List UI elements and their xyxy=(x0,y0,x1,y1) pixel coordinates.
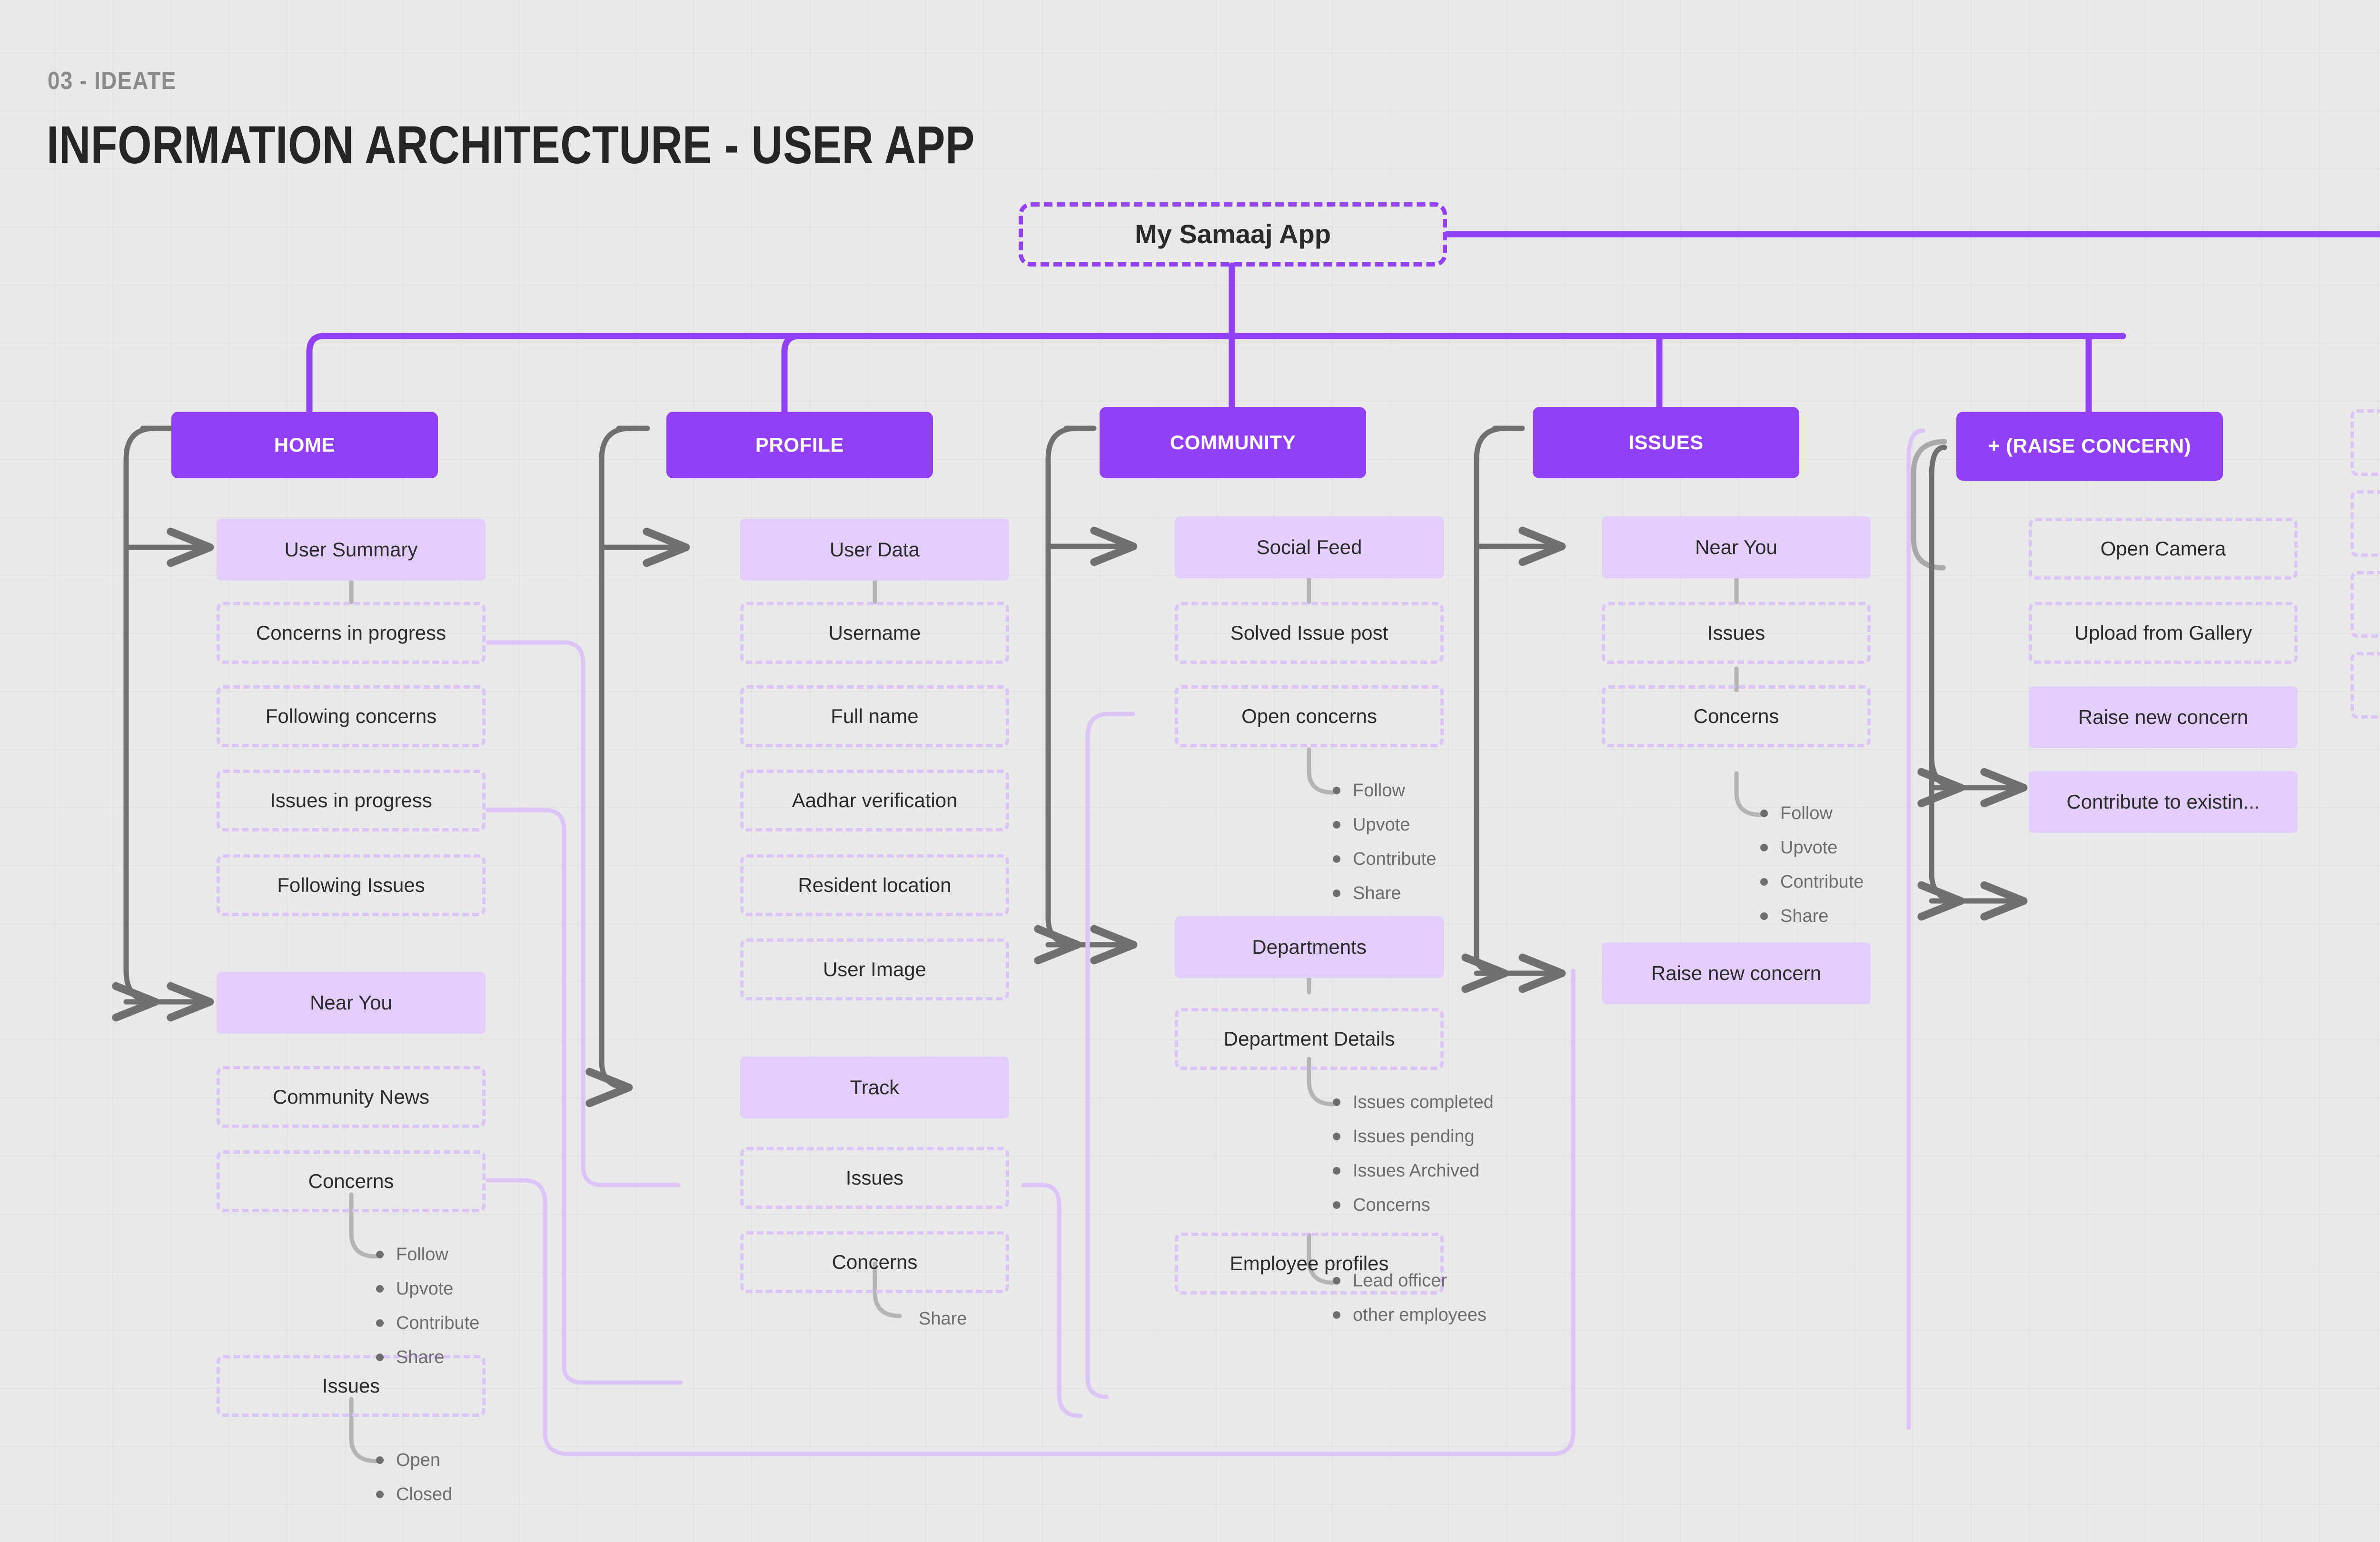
node-raise-new-concern[interactable]: Raise new concern xyxy=(2029,686,2298,748)
leaf-group-profile-concerns: Share xyxy=(899,1302,967,1336)
node-home-following-issues[interactable]: Following Issues xyxy=(217,854,486,916)
page-title: INFORMATION ARCHITECTURE - USER APP xyxy=(47,115,975,175)
node-menu-help[interactable]: Help xyxy=(2350,571,2380,638)
category-header-raise-concern[interactable]: + (RAISE CONCERN) xyxy=(1956,412,2223,481)
list-item: Lead officer xyxy=(1333,1264,1487,1298)
root-node-my-samaaj-app[interactable]: My Samaaj App xyxy=(1019,202,1447,267)
bullet-icon xyxy=(1760,878,1768,886)
list-item: Issues completed xyxy=(1333,1085,1494,1119)
leaf-group-community-open-concerns: Follow Upvote Contribute Share xyxy=(1333,773,1436,910)
bullet-icon xyxy=(376,1491,384,1498)
leaf-group-home-concerns: Follow Upvote Contribute Share xyxy=(376,1237,479,1374)
bullet-icon xyxy=(1760,810,1768,817)
list-item: Upvote xyxy=(1333,808,1436,842)
bullet-icon xyxy=(1333,1201,1340,1209)
bullet-icon xyxy=(1333,1167,1340,1175)
bullet-icon xyxy=(1333,787,1340,794)
node-profile-aadhar-verification[interactable]: Aadhar verification xyxy=(740,770,1009,831)
bullet-icon xyxy=(1333,1133,1340,1140)
list-item: Closed xyxy=(376,1477,452,1512)
node-community-department-details[interactable]: Department Details xyxy=(1175,1008,1444,1070)
bullet-icon xyxy=(376,1251,384,1258)
bullet-icon xyxy=(1333,1277,1340,1285)
list-item: Share xyxy=(1333,876,1436,910)
node-profile-full-name[interactable]: Full name xyxy=(740,685,1009,747)
category-header-profile[interactable]: PROFILE xyxy=(666,412,933,478)
list-item: Issues Archived xyxy=(1333,1154,1494,1188)
node-profile-track[interactable]: Track xyxy=(740,1057,1009,1118)
node-home-concerns-in-progress[interactable]: Concerns in progress xyxy=(217,602,486,664)
list-item: Follow xyxy=(1760,796,1864,830)
node-menu-report-app-issue[interactable]: Report App Issue xyxy=(2350,409,2380,476)
list-item: Share xyxy=(376,1340,479,1374)
category-header-community[interactable]: COMMUNITY xyxy=(1100,407,1366,478)
bullet-icon xyxy=(1760,912,1768,920)
bullet-icon xyxy=(1333,821,1340,829)
bullet-icon xyxy=(1333,890,1340,897)
section-eyebrow: 03 - IDEATE xyxy=(48,67,177,95)
list-item: Upvote xyxy=(376,1272,479,1306)
leaf-group-community-employee-profiles: Lead officer other employees xyxy=(1333,1264,1487,1332)
node-home-issues-in-progress[interactable]: Issues in progress xyxy=(217,770,486,831)
node-profile-concerns[interactable]: Concerns xyxy=(740,1231,1009,1293)
node-raise-contribute-to-existing[interactable]: Contribute to existin... xyxy=(2029,771,2298,833)
node-community-open-concerns[interactable]: Open concerns xyxy=(1175,685,1444,747)
node-community-social-feed[interactable]: Social Feed xyxy=(1175,516,1444,578)
node-home-concerns[interactable]: Concerns xyxy=(217,1150,486,1212)
category-header-issues[interactable]: ISSUES xyxy=(1533,407,1799,478)
leaf-group-home-issues: Open Closed xyxy=(376,1443,452,1512)
node-issues-issues[interactable]: Issues xyxy=(1602,602,1871,664)
node-profile-issues[interactable]: Issues xyxy=(740,1147,1009,1209)
node-profile-user-image[interactable]: User Image xyxy=(740,939,1009,1000)
node-issues-concerns[interactable]: Concerns xyxy=(1602,685,1871,747)
list-item: Follow xyxy=(1333,773,1436,808)
node-home-community-news[interactable]: Community News xyxy=(217,1066,486,1128)
leaf-group-issues-concerns: Follow Upvote Contribute Share xyxy=(1760,796,1864,933)
list-item: Contribute xyxy=(376,1306,479,1340)
bullet-icon xyxy=(376,1319,384,1327)
spacer xyxy=(899,1315,906,1323)
node-home-user-summary[interactable]: User Summary xyxy=(217,519,486,581)
bullet-icon xyxy=(1760,844,1768,851)
list-item: Share xyxy=(1760,899,1864,933)
node-profile-resident-location[interactable]: Resident location xyxy=(740,854,1009,916)
node-raise-upload-from-gallery[interactable]: Upload from Gallery xyxy=(2029,602,2298,664)
node-profile-username[interactable]: Username xyxy=(740,602,1009,664)
category-header-home[interactable]: HOME xyxy=(171,412,438,478)
list-item: Share xyxy=(899,1302,967,1336)
list-item: Upvote xyxy=(1760,830,1864,865)
node-community-departments[interactable]: Departments xyxy=(1175,916,1444,978)
node-issues-raise-new-concern[interactable]: Raise new concern xyxy=(1602,942,1871,1004)
list-item: Contribute xyxy=(1333,842,1436,876)
leaf-group-community-department-details: Issues completed Issues pending Issues A… xyxy=(1333,1085,1494,1222)
node-community-solved-issue-post[interactable]: Solved Issue post xyxy=(1175,602,1444,664)
bullet-icon xyxy=(376,1354,384,1361)
node-home-issues[interactable]: Issues xyxy=(217,1355,486,1417)
list-item: Issues pending xyxy=(1333,1119,1494,1154)
bullet-icon xyxy=(376,1285,384,1293)
node-menu-send-feedback[interactable]: Send Feedback xyxy=(2350,490,2380,557)
list-item: Open xyxy=(376,1443,452,1477)
node-community-employee-profiles[interactable]: Employee profiles xyxy=(1175,1233,1444,1295)
node-profile-user-data[interactable]: User Data xyxy=(740,519,1009,581)
list-item: Concerns xyxy=(1333,1188,1494,1222)
node-raise-open-camera[interactable]: Open Camera xyxy=(2029,518,2298,580)
bullet-icon xyxy=(1333,1311,1340,1319)
node-menu-logout[interactable]: Logout xyxy=(2350,652,2380,719)
bullet-icon xyxy=(1333,1098,1340,1106)
list-item: Contribute xyxy=(1760,865,1864,899)
list-item: other employees xyxy=(1333,1298,1487,1332)
bullet-icon xyxy=(376,1456,384,1464)
node-issues-near-you[interactable]: Near You xyxy=(1602,516,1871,578)
node-home-near-you[interactable]: Near You xyxy=(217,972,486,1034)
node-home-following-concerns[interactable]: Following concerns xyxy=(217,685,486,747)
bullet-icon xyxy=(1333,855,1340,863)
list-item: Follow xyxy=(376,1237,479,1272)
